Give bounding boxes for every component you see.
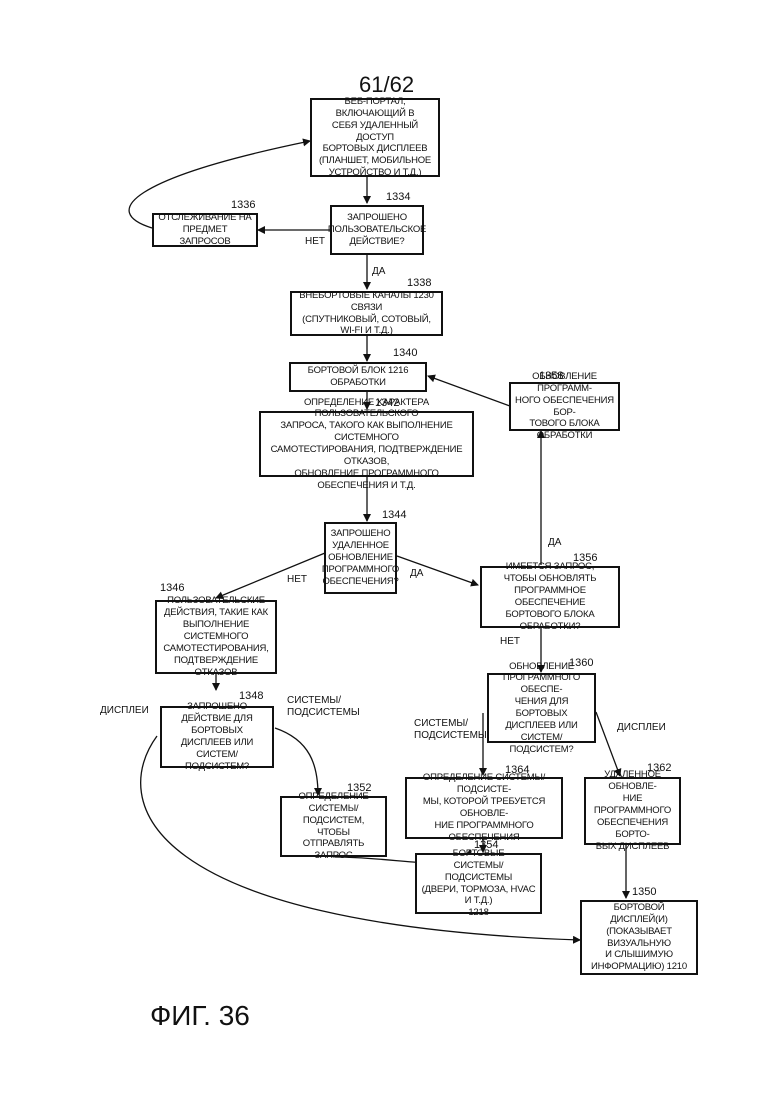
edge-label-no-1334: НЕТ <box>305 236 325 248</box>
ref-1336: 1336 <box>231 199 255 211</box>
edge-label-displays-1348: ДИСПЛЕИ <box>100 705 149 717</box>
node-1352-determine-system: ОПРЕДЕЛЕНИЕ СИСТЕМЫ/ ПОДСИСТЕМ, ЧТОБЫ ОТ… <box>280 796 387 857</box>
node-1342-determine-request: ОПРЕДЕЛЕНИЕ ХАРАКТЕРА ПОЛЬЗОВАТЕЛЬСКОГО … <box>259 411 474 477</box>
edge-label-systems-1360: СИСТЕМЫ/ ПОДСИСТЕМЫ <box>414 718 487 742</box>
node-1350-onboard-display: БОРТОВОЙ ДИСПЛЕЙ(И) (ПОКАЗЫВАЕТ ВИЗУАЛЬН… <box>580 900 698 975</box>
ref-1364: 1364 <box>505 764 529 776</box>
arrow-1344-to-1346 <box>216 553 325 598</box>
figure-caption: ФИГ. 36 <box>150 1000 250 1032</box>
ref-1354: 1354 <box>474 839 498 851</box>
ref-1360: 1360 <box>569 657 593 669</box>
node-1362-remote-display-update: УДАЛЕННОЕ ОБНОВЛЕ- НИЕ ПРОГРАММНОГО ОБЕС… <box>584 777 681 845</box>
node-1340-onboard-unit: БОРТОВОЙ БЛОК 1216 ОБРАБОТКИ <box>289 362 427 392</box>
node-1336-monitoring: ОТСЛЕЖИВАНИЕ НА ПРЕДМЕТ ЗАПРОСОВ <box>152 213 258 247</box>
node-1364-determine-system-update: ОПРЕДЕЛЕНИЕ СИСТЕМЫ/ПОДСИСТЕ- МЫ, КОТОРО… <box>405 777 563 839</box>
node-1358-update-onboard-unit: ОБНОВЛЕНИЕ ПРОГРАММ- НОГО ОБЕСПЕЧЕНИЯ БО… <box>509 382 620 431</box>
ref-1348: 1348 <box>239 690 263 702</box>
arrow-1348-to-1352 <box>275 728 318 795</box>
ref-1334: 1334 <box>386 191 410 203</box>
ref-1362: 1362 <box>647 762 671 774</box>
edge-label-yes-1344: ДА <box>410 568 423 580</box>
node-1360-update-for-displays: ОБНОВЛЕНИЕ ПРОГРАММНОГО ОБЕСПЕ- ЧЕНИЯ ДЛ… <box>487 673 596 743</box>
ref-1358: 1358 <box>539 370 563 382</box>
ref-1356: 1356 <box>573 552 597 564</box>
ref-1340: 1340 <box>393 347 417 359</box>
ref-1346: 1346 <box>160 582 184 594</box>
ref-1350: 1350 <box>632 886 656 898</box>
ref-1352: 1352 <box>347 782 371 794</box>
ref-1342: 1342 <box>375 397 399 409</box>
edge-label-systems-1348: СИСТЕМЫ/ ПОДСИСТЕМЫ <box>287 695 360 719</box>
ref-1344: 1344 <box>382 509 406 521</box>
node-1348-action-for-displays: ЗАПРОШЕНО ДЕЙСТВИЕ ДЛЯ БОРТОВЫХ ДИСПЛЕЕВ… <box>160 706 274 768</box>
edge-label-yes-1356: ДА <box>548 537 561 549</box>
edge-label-no-1344: НЕТ <box>287 574 307 586</box>
node-1334-requested-action: ЗАПРОШЕНО ПОЛЬЗОВАТЕЛЬСКОЕ ДЕЙСТВИЕ? <box>330 205 424 255</box>
node-web-portal: ВЕБ-ПОРТАЛ, ВКЛЮЧАЮЩИЙ В СЕБЯ УДАЛЕННЫЙ … <box>310 98 440 177</box>
ref-1338: 1338 <box>407 277 431 289</box>
edge-label-displays-1360: ДИСПЛЕИ <box>617 722 666 734</box>
node-1346-user-actions: ПОЛЬЗОВАТЕЛЬСКИЕ ДЕЙСТВИЯ, ТАКИЕ КАК ВЫП… <box>155 600 277 674</box>
page-number: 61/62 <box>359 72 414 98</box>
edge-label-yes-1334: ДА <box>372 266 385 278</box>
node-1354-onboard-systems: БОРТОВЫЕ СИСТЕМЫ/ПОДСИСТЕМЫ (ДВЕРИ, ТОРМ… <box>415 853 542 914</box>
edge-label-no-1356: НЕТ <box>500 636 520 648</box>
node-1338-offboard-channels: ВНЕБОРТОВЫЕ КАНАЛЫ 1230 СВЯЗИ (СПУТНИКОВ… <box>290 291 443 336</box>
node-1356-request-update-unit: ИМЕЕТСЯ ЗАПРОС, ЧТОБЫ ОБНОВЛЯТЬ ПРОГРАММ… <box>480 566 620 628</box>
node-1344-remote-update-requested: ЗАПРОШЕНО УДАЛЕННОЕ ОБНОВЛЕНИЕ ПРОГРАММН… <box>324 522 397 594</box>
